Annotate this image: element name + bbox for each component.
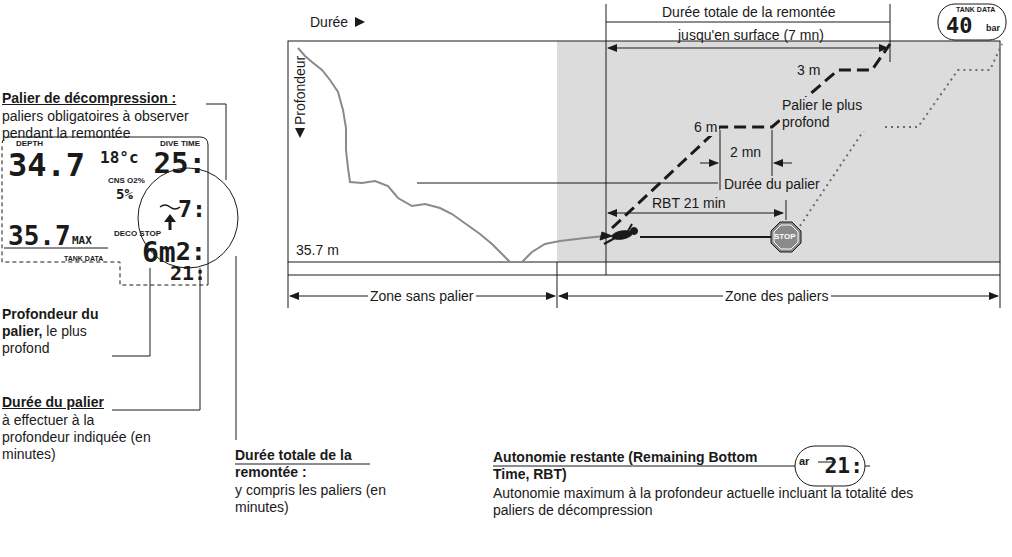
callout-text: paliers obligatoires à observer pendant …	[2, 108, 217, 142]
rbt-display	[795, 446, 865, 486]
callout-title: Autonomie restante (Remaining Bottom Tim…	[493, 449, 793, 483]
display-text: 18°c	[100, 150, 139, 166]
ascent-icon	[164, 214, 176, 222]
callout-text: à effectuer à la profondeur indiquée (en…	[2, 412, 152, 463]
stop-sign-ring	[774, 225, 798, 249]
ascent-icon	[169, 222, 172, 230]
depth-arrow	[295, 128, 305, 138]
zone-tick	[557, 262, 558, 308]
leader-line	[112, 268, 150, 356]
display-text: ar	[799, 456, 809, 467]
zone-label: Zone sans palier	[368, 288, 476, 305]
rbt-label: RBT 21 min	[650, 195, 728, 212]
display-text: CNS O2%	[108, 177, 145, 185]
callout-text: Autonomie maximum à la profondeur actuel…	[493, 485, 923, 519]
leader-line	[236, 256, 237, 440]
display-text: bar	[986, 24, 1000, 33]
display-text: 5%	[116, 187, 133, 201]
display-text: DEPTH	[16, 140, 43, 148]
chart-frame	[288, 41, 1000, 262]
surface-icon	[160, 205, 180, 209]
stop-sign: STOP	[771, 222, 801, 252]
bottom-line	[640, 236, 771, 238]
ascent-profile	[612, 44, 890, 228]
callout-text: y compris les paliers (en minutes)	[235, 482, 405, 516]
callout-title: Durée totale de la remontée :	[235, 447, 405, 481]
duration-label: Durée du palier	[722, 176, 822, 193]
stop-tick	[720, 130, 721, 190]
display-text: 40	[946, 15, 973, 37]
leader-line	[112, 268, 200, 410]
time-arrow	[355, 17, 365, 27]
display-text: 34.7	[8, 149, 85, 181]
surface-line	[890, 4, 891, 62]
lcd-frame-dashed	[2, 137, 208, 285]
display-text: DIVE TIME	[160, 140, 200, 148]
callout-group: Profondeur du palier, le plus profond	[2, 306, 132, 357]
callout-title: Durée du palier	[2, 394, 152, 411]
display-text: 2:	[176, 239, 206, 264]
display-text: 35.7	[8, 223, 71, 249]
display-text: DECO STOP	[114, 230, 161, 238]
display-text: 21:	[170, 263, 206, 283]
dive-computer-display: DEPTH34.7 18°c DIVE TIME25: CNS O2% 5% 7: 35.7…	[2, 137, 208, 285]
zone-tick	[288, 262, 289, 308]
deco-zone	[557, 41, 1000, 262]
axis-label: Profondeur	[292, 56, 309, 125]
display-text: STOP	[774, 233, 796, 241]
depth-label: 3 m	[795, 62, 822, 79]
display-text: TANK DATA	[956, 6, 995, 13]
dive-profile	[298, 48, 612, 262]
leader-line	[206, 104, 226, 180]
stop-label: Palier le plus profond	[780, 97, 884, 131]
bracket-label: jusqu'en surface (7 mn)	[678, 27, 824, 44]
stop-arrow	[774, 163, 792, 164]
display-text: MAX	[72, 235, 92, 246]
display-text: 7:	[178, 197, 206, 220]
rbt-display: ar 21:	[795, 446, 865, 486]
highlight-circle	[138, 168, 238, 268]
rbt-arrow	[608, 213, 783, 214]
bracket-label: Durée totale de la remontée	[660, 4, 838, 21]
rbt-ascent-profile	[800, 44, 1002, 226]
tank-data-display: TANK DATA 40 bar	[938, 4, 1006, 40]
display-text: TANK DATA	[64, 255, 103, 262]
rbt-tick	[786, 200, 787, 220]
duration-label: 2 mn	[728, 144, 763, 161]
zone-tick	[1000, 262, 1001, 308]
leader-line	[417, 183, 718, 184]
zone-line	[288, 275, 1000, 276]
tank-display	[938, 4, 1006, 40]
axis-label: Durée	[310, 14, 348, 31]
display-text: 25:	[153, 149, 206, 178]
display-text: 21:	[824, 455, 863, 476]
callout-title: Palier de décompression :	[2, 90, 232, 107]
bracket-line	[606, 22, 890, 23]
zone-label: Zone des paliers	[723, 288, 831, 305]
diver	[600, 224, 638, 244]
stop-sign	[771, 222, 801, 252]
stop-arrow	[700, 163, 718, 164]
depth-label: 6 m	[692, 119, 719, 136]
ascent-arrow	[608, 48, 888, 49]
depth-label: 35.7 m	[296, 242, 339, 259]
